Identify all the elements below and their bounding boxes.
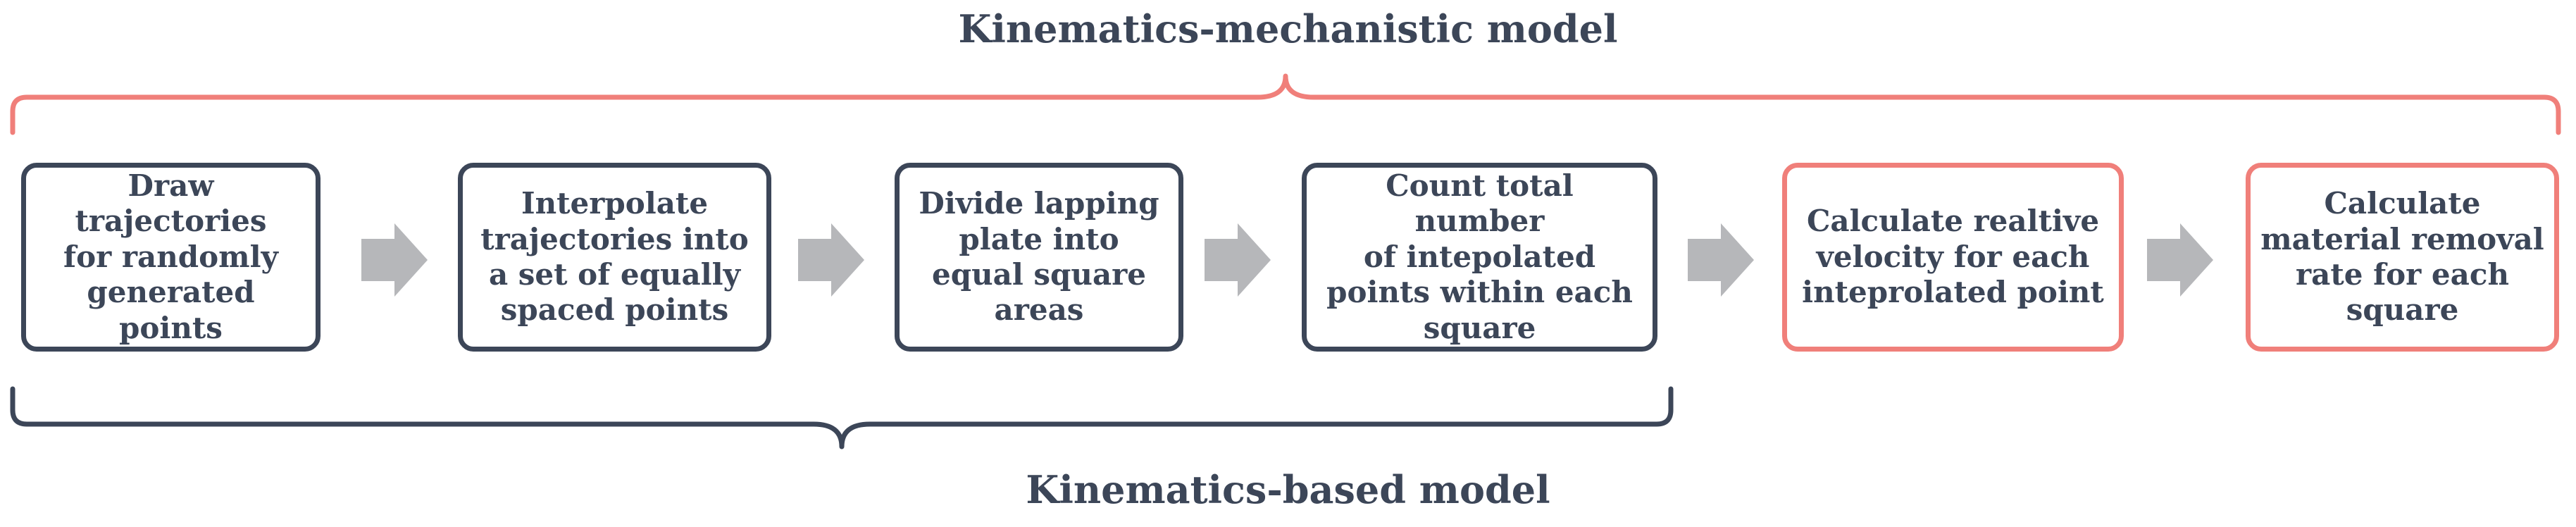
flow-arrow-5	[2147, 223, 2213, 297]
mechanistic-model-brace	[10, 73, 2561, 135]
based-model-heading: Kinematics-based model	[1026, 467, 1550, 512]
flow-arrow-3	[1205, 223, 1271, 297]
mechanistic-model-heading: Kinematics-mechanistic model	[958, 6, 1618, 51]
flow-arrow-1	[361, 223, 428, 297]
based-model-brace	[10, 386, 1674, 450]
flow-arrow-4	[1688, 223, 1754, 297]
flow-arrow-2	[798, 223, 864, 297]
